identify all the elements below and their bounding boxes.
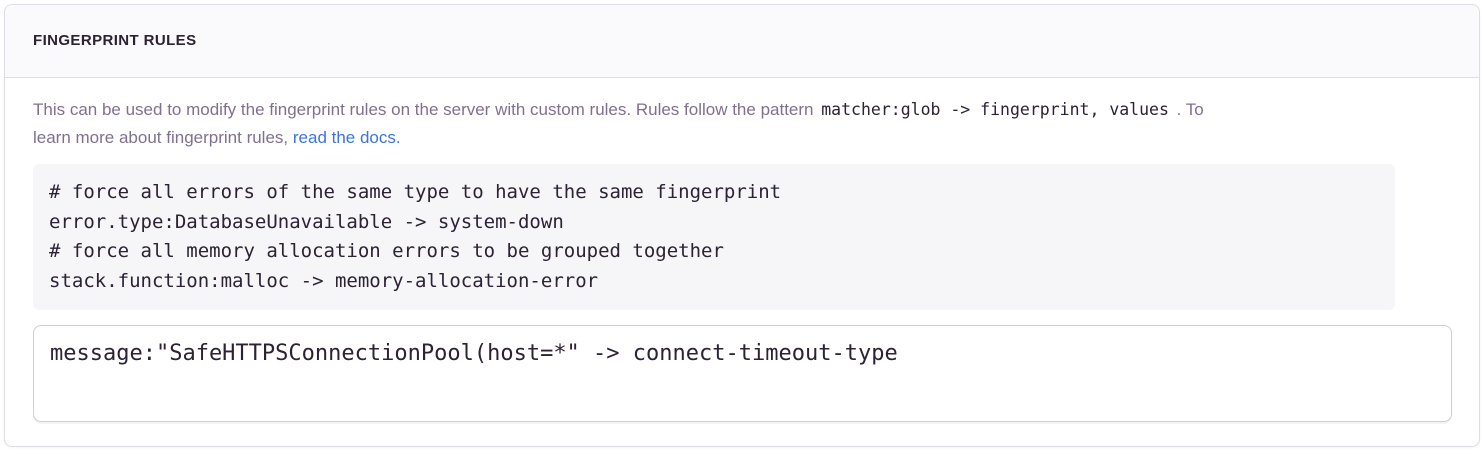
panel-body: This can be used to modify the fingerpri… <box>5 78 1479 446</box>
fingerprint-rules-panel: FINGERPRINT RULES This can be used to mo… <box>4 4 1480 447</box>
read-the-docs-link[interactable]: read the docs. <box>292 128 401 147</box>
panel-header: FINGERPRINT RULES <box>5 5 1479 78</box>
description-line2-text: learn more about fingerprint rules, <box>33 128 289 147</box>
description-after-pattern-text: . To <box>1176 100 1204 119</box>
panel-title: FINGERPRINT RULES <box>33 32 197 49</box>
fingerprint-rules-textarea[interactable]: message:"SafeHTTPSConnectionPool(host=*"… <box>33 325 1452 422</box>
fingerprint-rules-description: This can be used to modify the fingerpri… <box>33 96 1423 152</box>
pattern-inline-code: matcher:glob -> fingerprint, values <box>821 100 1169 119</box>
description-intro-text: This can be used to modify the fingerpri… <box>33 100 814 119</box>
example-rules-code-block: # force all errors of the same type to h… <box>33 164 1395 310</box>
